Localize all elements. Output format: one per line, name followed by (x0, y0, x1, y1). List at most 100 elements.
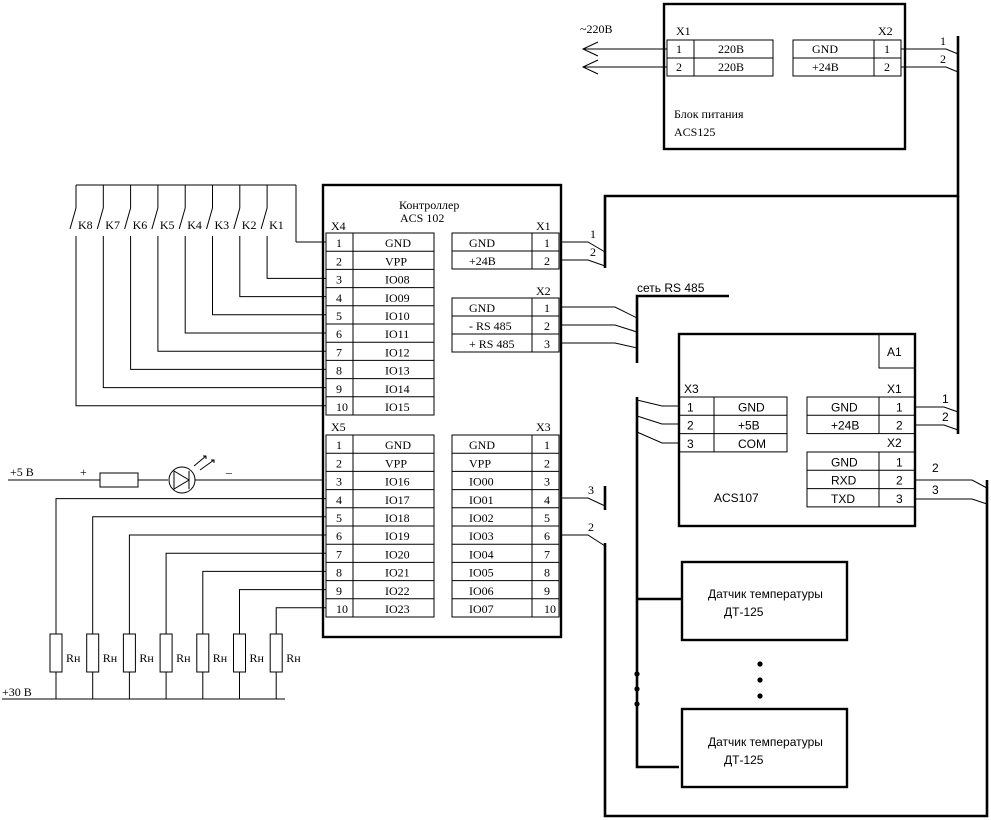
pin-number: 10 (336, 400, 348, 414)
pin-number: 2 (544, 319, 550, 333)
pin-label: IO09 (385, 291, 410, 305)
resistor-icon (159, 633, 173, 673)
key-contact-icon (151, 207, 159, 230)
wire-number: 1 (940, 34, 946, 48)
mains-input-label: ~220В (580, 22, 613, 36)
pin-label: GND (385, 438, 411, 452)
sensor-title: Датчик температуры (708, 735, 823, 749)
controller-model: ACS 102 (400, 211, 444, 225)
pin-number: 10 (336, 602, 348, 616)
x3-connector: 1GND2VPP3IO004IO015IO026IO037IO048IO059I… (451, 434, 560, 618)
pin-number: 4 (336, 291, 342, 305)
pin-label: +24В (831, 419, 859, 433)
resistor-icon (122, 633, 136, 673)
wire-number: 3 (588, 483, 594, 497)
pin-label: +5В (738, 419, 760, 433)
x4-label: X4 (331, 219, 346, 233)
temperature-sensor: Датчик температуры ДТ-125 (637, 560, 849, 642)
wire-number: 2 (940, 52, 946, 66)
pin-label: GND (738, 400, 765, 414)
wire-number: 1 (590, 227, 596, 241)
key-label: K7 (105, 218, 120, 232)
pin-label: VPP (469, 456, 491, 470)
wire-number: 2 (588, 520, 594, 534)
ps-x2-pin-num: 2 (884, 60, 890, 74)
resistor-label: Rн (250, 651, 265, 665)
key-label: K1 (269, 218, 284, 232)
pin-label: IO04 (469, 547, 494, 561)
pin-number: 10 (544, 602, 556, 616)
pin-label: IO00 (469, 475, 494, 489)
mains-arrow-1 (581, 41, 667, 57)
indicator-circuit: +5 В + – (8, 455, 323, 494)
resistor-icon (49, 633, 63, 673)
ps-x2-pin-label: GND (812, 42, 838, 56)
power-supply-name: Блок питания (674, 107, 744, 121)
resistor-icon (86, 633, 100, 673)
pin-label: IO10 (385, 309, 410, 323)
pin-number: 3 (336, 273, 342, 287)
pin-label: IO15 (385, 400, 410, 414)
pin-label: IO03 (469, 529, 494, 543)
pin-number: 7 (336, 345, 342, 359)
power-supply-model: ACS125 (674, 125, 715, 139)
pin-label: IO01 (469, 493, 494, 507)
pin-label: IO12 (385, 345, 410, 359)
pin-label: GND (469, 301, 495, 315)
key-label: K4 (187, 218, 202, 232)
pin-label: GND (831, 455, 858, 469)
serial-bus (603, 480, 989, 818)
pin-number: 1 (687, 400, 694, 414)
pin-number: 7 (544, 547, 550, 561)
pin-label: IO08 (385, 273, 410, 287)
pin-number: 3 (896, 492, 903, 506)
sensor-title: Датчик температуры (708, 587, 823, 601)
resistor-label: Rн (139, 651, 154, 665)
pin-number: 6 (544, 529, 550, 543)
pin-label: IO20 (385, 547, 410, 561)
key-label: K6 (133, 218, 148, 232)
pin-number: 1 (544, 301, 550, 315)
pin-label: GND (469, 438, 495, 452)
pin-number: 5 (544, 511, 550, 525)
wire-number: 2 (932, 461, 939, 475)
led-icon (168, 466, 196, 494)
resistor-icon (196, 633, 210, 673)
pin-label: IO11 (385, 327, 409, 341)
pin-number: 8 (336, 364, 342, 378)
resistor-label: Rн (103, 651, 118, 665)
ps-x1-pin-label: 220В (718, 42, 744, 56)
pin-label: IO18 (385, 511, 410, 525)
key-contact-icon (178, 207, 186, 230)
pin-label: IO22 (385, 584, 410, 598)
pin-label: GND (469, 236, 495, 250)
pin-number: 5 (336, 511, 342, 525)
pin-label: IO06 (469, 584, 494, 598)
pin-number: 1 (336, 438, 342, 452)
key-label: K8 (78, 218, 93, 232)
pin-number: 7 (336, 547, 342, 561)
key-contact-icon (233, 207, 241, 230)
ps-x1-pin-num: 1 (676, 42, 682, 56)
ps-x2-pin-label: +24В (812, 60, 839, 74)
pin-label: IO14 (385, 382, 410, 396)
pin-number: 4 (544, 493, 550, 507)
wire-number: 2 (590, 245, 596, 259)
a1-x3-label: X3 (684, 382, 699, 396)
sensor-model: ДТ-125 (724, 605, 764, 619)
key-contact-icon (69, 207, 77, 230)
pin-label: IO13 (385, 364, 410, 378)
pin-number: 1 (896, 455, 903, 469)
rs485-bus (635, 397, 679, 769)
led-resistor (99, 472, 139, 488)
pin-label: - RS 485 (469, 319, 512, 333)
pin-label: TXD (831, 492, 855, 506)
ps-x1-pin-label: 220В (718, 60, 744, 74)
